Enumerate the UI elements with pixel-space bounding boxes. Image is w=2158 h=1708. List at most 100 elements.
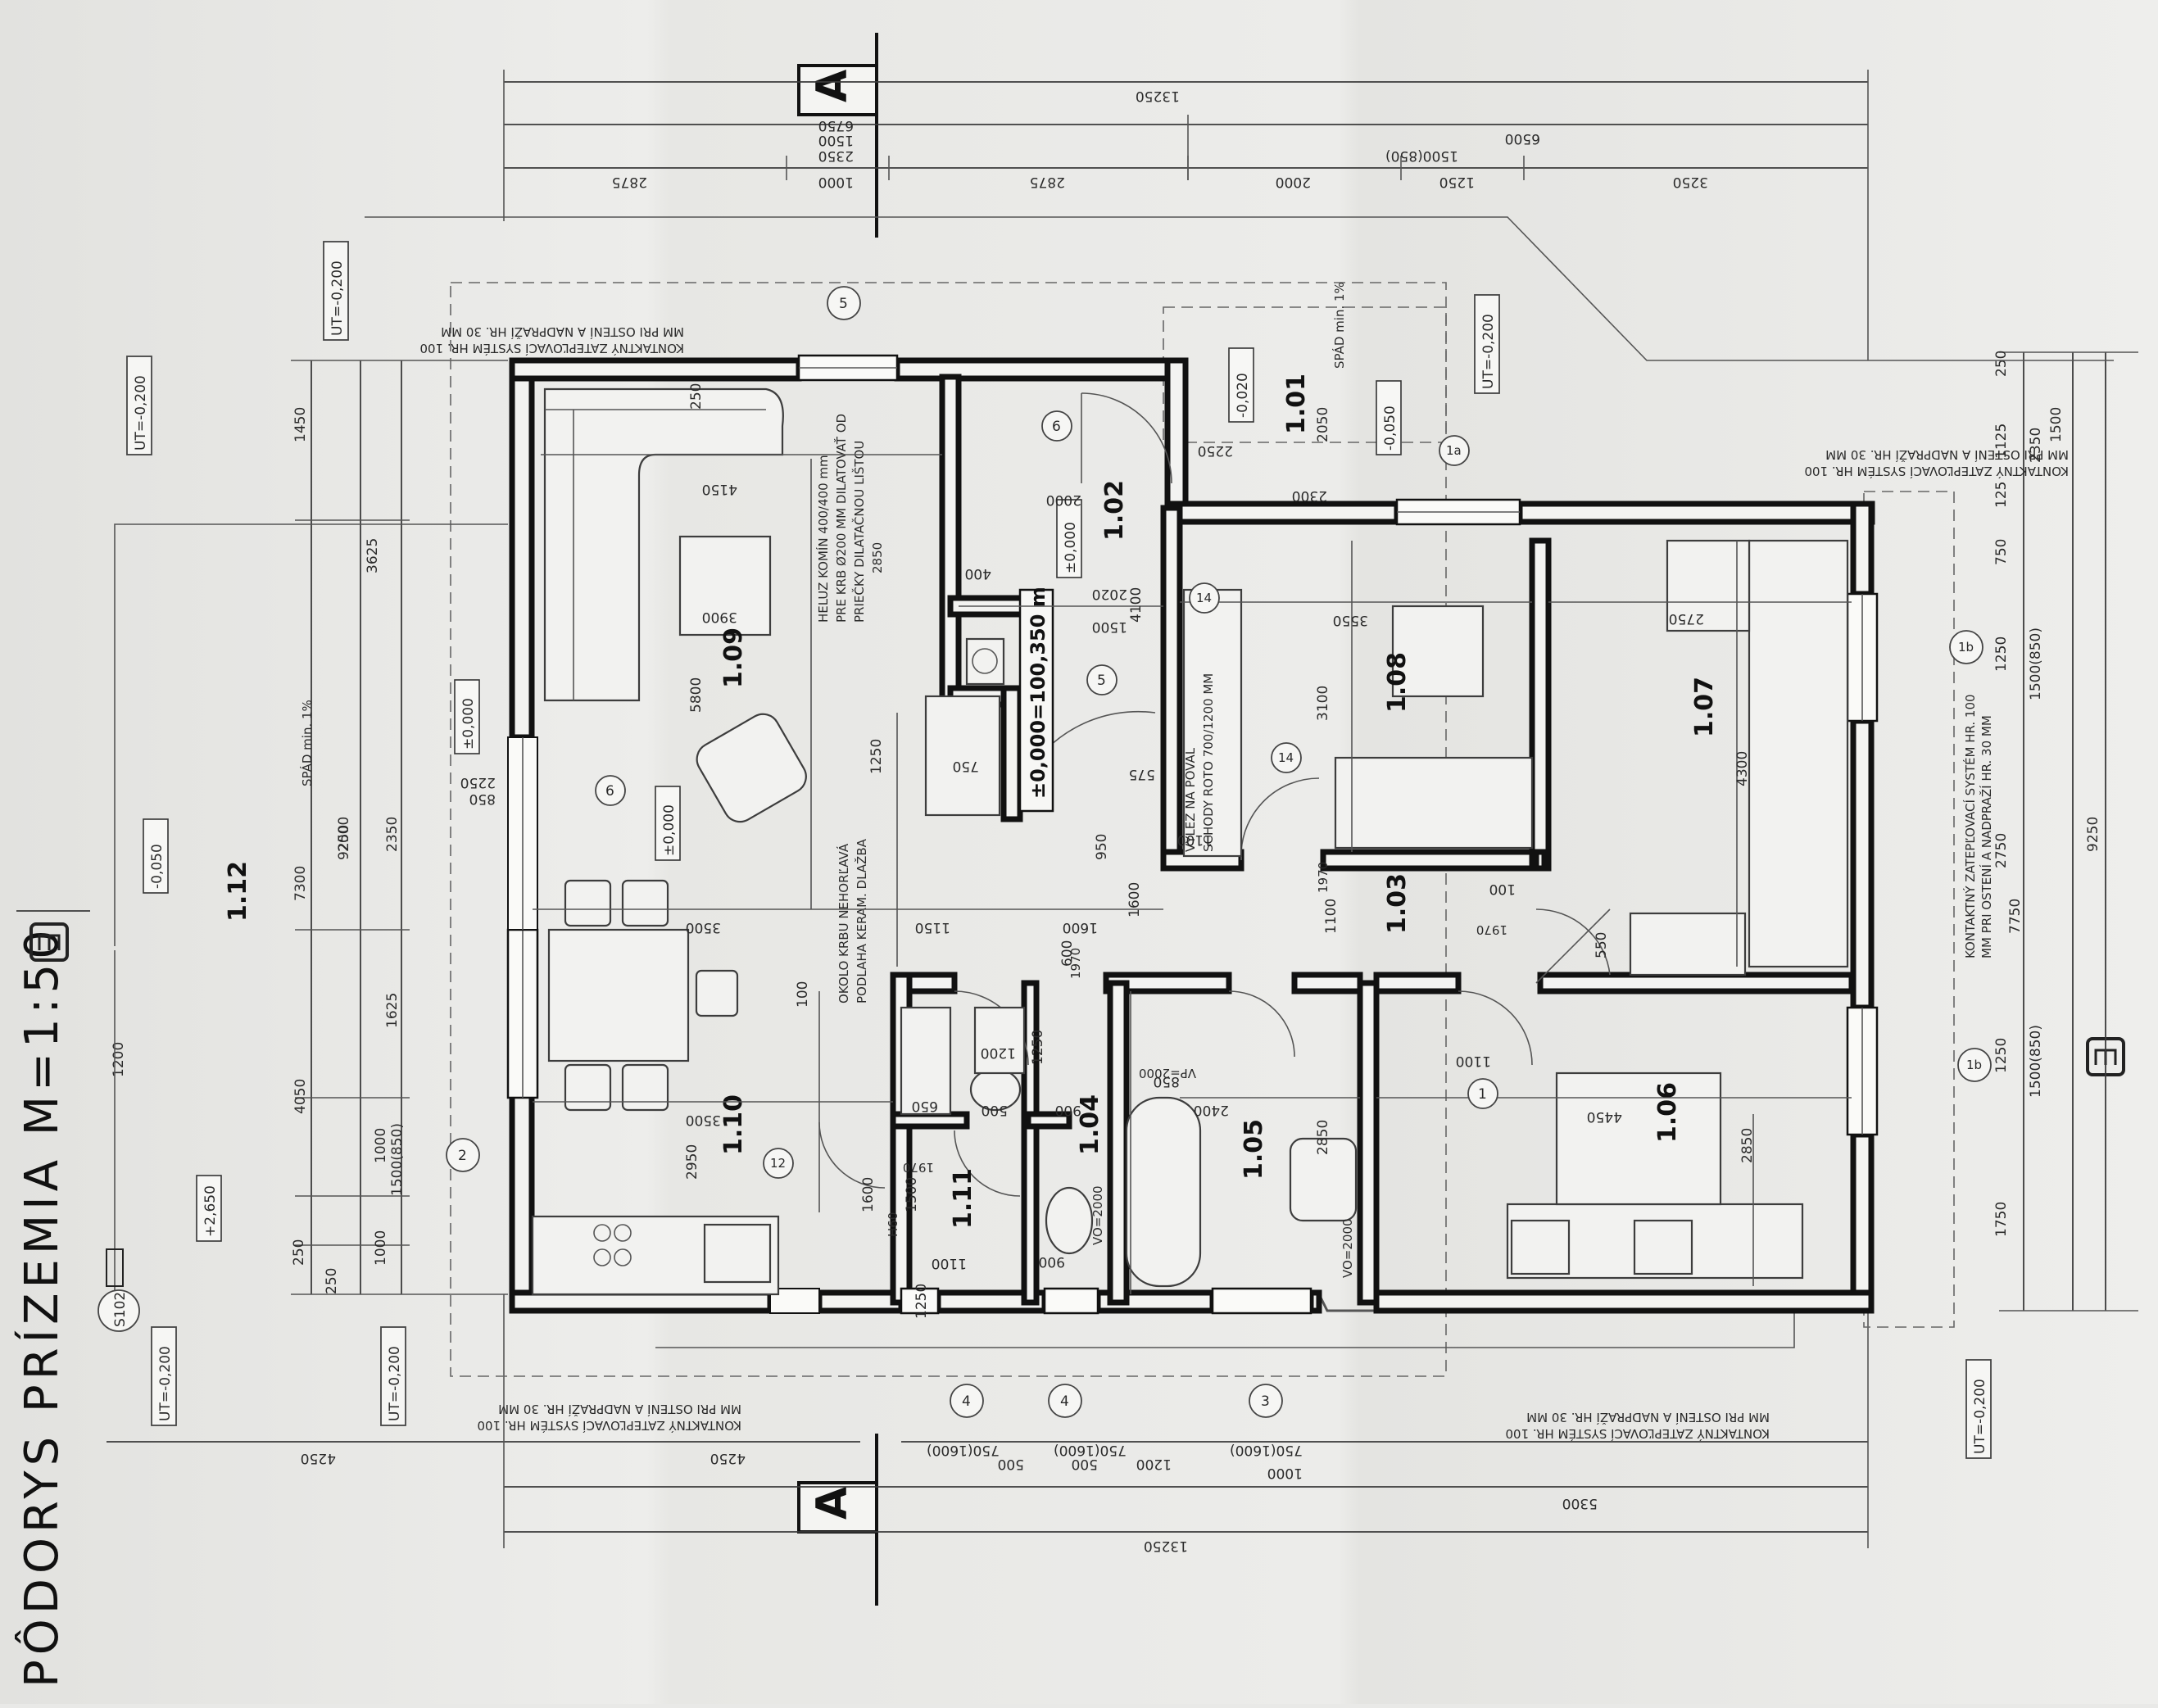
svg-text:1600: 1600 [1063,919,1098,936]
svg-text:1250: 1250 [868,739,885,774]
annotations: HELUZ KOMÍN 400/400 mm PRE KRB Ø200 MM D… [97,282,2069,1442]
svg-text:2250: 2250 [1198,442,1233,459]
svg-text:1100: 1100 [1177,831,1213,848]
svg-text:1250: 1250 [1030,1030,1046,1065]
svg-text:1: 1 [1478,1086,1487,1103]
svg-text:-0,050: -0,050 [149,844,165,889]
svg-text:250: 250 [688,383,705,410]
svg-text:VO=2000: VO=2000 [1090,1185,1105,1245]
svg-text:1250: 1250 [914,1284,930,1319]
svg-text:6: 6 [605,783,614,800]
svg-text:2875: 2875 [612,174,647,190]
svg-text:2400: 2400 [1194,1102,1229,1118]
svg-text:750: 750 [953,758,979,774]
svg-text:2000: 2000 [1046,492,1081,508]
svg-text:250: 250 [324,1268,340,1294]
svg-text:12: 12 [770,1156,786,1171]
armchair-icon [696,713,807,823]
north-symbol-icon [29,922,69,962]
svg-text:SPÁD min. 1%: SPÁD min. 1% [299,700,315,786]
svg-text:4: 4 [1060,1393,1069,1410]
svg-text:9250: 9250 [336,825,352,860]
svg-text:SCHODY ROTO 700/1200 MM: SCHODY ROTO 700/1200 MM [1201,673,1216,852]
svg-text:5: 5 [1097,673,1106,689]
washbasin-icon [1289,1137,1358,1222]
svg-text:250: 250 [1993,351,2010,377]
svg-text:1000: 1000 [1267,1465,1303,1481]
svg-text:1500(850): 1500(850) [2028,627,2044,700]
svg-text:500: 500 [998,1456,1024,1472]
coffee-table [678,535,772,637]
svg-text:MM PRI OSTENÍ A NADPRAŽÍ HR. 3: MM PRI OSTENÍ A NADPRAŽÍ HR. 30 MM [1526,1410,1770,1425]
svg-text:2000: 2000 [1276,174,1311,190]
room-1-08: 1.08 [1383,652,1412,713]
svg-text:3500: 3500 [686,919,721,936]
svg-text:UT=-0,200: UT=-0,200 [1972,1379,1988,1454]
chimney-icon [965,637,1005,686]
svg-text:KONTAKTNÝ ZATEPĽOVACÍ SYSTÉM H: KONTAKTNÝ ZATEPĽOVACÍ SYSTÉM HR. 100 [477,1418,741,1434]
svg-text:850: 850 [469,791,496,807]
svg-text:750: 750 [1993,539,2010,565]
svg-text:1500(850): 1500(850) [1385,147,1458,164]
room-labels: 1.01 1.02 1.03 1.04 1.05 1.06 1.07 1.08 … [224,374,1719,1229]
svg-text:2850: 2850 [1315,1120,1331,1155]
svg-text:13250: 13250 [1144,1538,1188,1554]
svg-text:750(1600): 750(1600) [1230,1442,1303,1458]
svg-text:UT=-0,200: UT=-0,200 [157,1346,174,1421]
main-level: ±0,000=100,350 m [1027,587,1050,799]
right-dimensions: 250 1125 2350 1500 125 750 1250 1500(850… [1993,351,2138,1312]
svg-text:5300: 5300 [1562,1495,1598,1511]
svg-text:MM PRI OSTENÍ A NADPRAŽÍ HR. 3: MM PRI OSTENÍ A NADPRAŽÍ HR. 30 MM [441,324,684,340]
svg-text:UT=-0,200: UT=-0,200 [387,1346,403,1421]
svg-text:1970: 1970 [1068,948,1083,979]
svg-text:-0,020: -0,020 [1235,373,1251,418]
room-1-12: 1.12 [224,861,252,922]
svg-text:1000: 1000 [373,1230,389,1266]
top-dimensions: 13250 6750 6500 2875 1000 2350 1500 2875… [503,70,1869,360]
room-1-10: 1.10 [719,1094,748,1155]
svg-text:650: 650 [912,1098,938,1114]
dining-table [547,928,690,1062]
svg-text:2050: 2050 [1315,407,1331,442]
svg-text:OKOLO KRBU NEHORĽAVÁ: OKOLO KRBU NEHORĽAVÁ [836,843,851,1004]
svg-text:VP=2000: VP=2000 [1139,1066,1196,1081]
svg-text:PRIEČKY DILATAČNOU LIŠTOU: PRIEČKY DILATAČNOU LIŠTOU [851,441,867,623]
svg-text:2850: 2850 [1739,1128,1756,1163]
svg-text:2950: 2950 [684,1144,700,1180]
svg-text:2350: 2350 [818,147,854,164]
svg-text:1500: 1500 [1092,618,1127,635]
svg-text:1500(850): 1500(850) [389,1123,406,1196]
svg-text:6: 6 [1052,419,1061,435]
svg-text:1970: 1970 [1476,922,1507,937]
svg-text:KONTAKTNÝ ZATEPĽOVACÍ SYSTÉM H: KONTAKTNÝ ZATEPĽOVACÍ SYSTÉM HR. 100 [1962,694,1978,958]
svg-text:1500: 1500 [2048,407,2065,442]
drawing-title: PÔDORYS PRÍZEMIA M=1:50 [15,925,69,1688]
svg-text:1600: 1600 [860,1177,877,1212]
svg-text:900: 900 [1055,1102,1081,1118]
svg-text:2300: 2300 [1292,487,1327,504]
svg-text:KONTAKTNÝ ZATEPĽOVACÍ SYSTÉM H: KONTAKTNÝ ZATEPĽOVACÍ SYSTÉM HR. 100 [1505,1426,1770,1442]
svg-text:500: 500 [1072,1456,1098,1472]
svg-text:1125: 1125 [1993,424,2010,459]
svg-text:900: 900 [1039,1253,1065,1270]
room-1-01: 1.01 [1282,374,1311,434]
svg-text:UT=-0,200: UT=-0,200 [329,261,346,336]
section-mark-top: A [797,33,878,238]
svg-text:1250: 1250 [1993,637,2010,672]
circle-tags: 2 3 4 4 5 6 1a 1b 1b 14 12 6 5 14 1 [446,286,1992,1418]
svg-text:950: 950 [1094,834,1110,860]
svg-text:1100: 1100 [932,1255,967,1271]
inner-dimensions: 4150 3900 5800 2000 2300 3550 2750 3100 … [460,383,1852,1319]
svg-text:14: 14 [1278,750,1294,765]
svg-text:4250: 4250 [301,1450,336,1466]
svg-text:1970: 1970 [1316,862,1331,893]
svg-text:2750: 2750 [1669,610,1704,627]
svg-text:1100: 1100 [1323,899,1340,934]
svg-text:4150: 4150 [702,481,737,497]
fireplace-stove [924,695,1001,817]
svg-text:1600: 1600 [1127,882,1143,917]
svg-text:2350: 2350 [384,817,401,852]
svg-text:1200: 1200 [111,1042,127,1077]
